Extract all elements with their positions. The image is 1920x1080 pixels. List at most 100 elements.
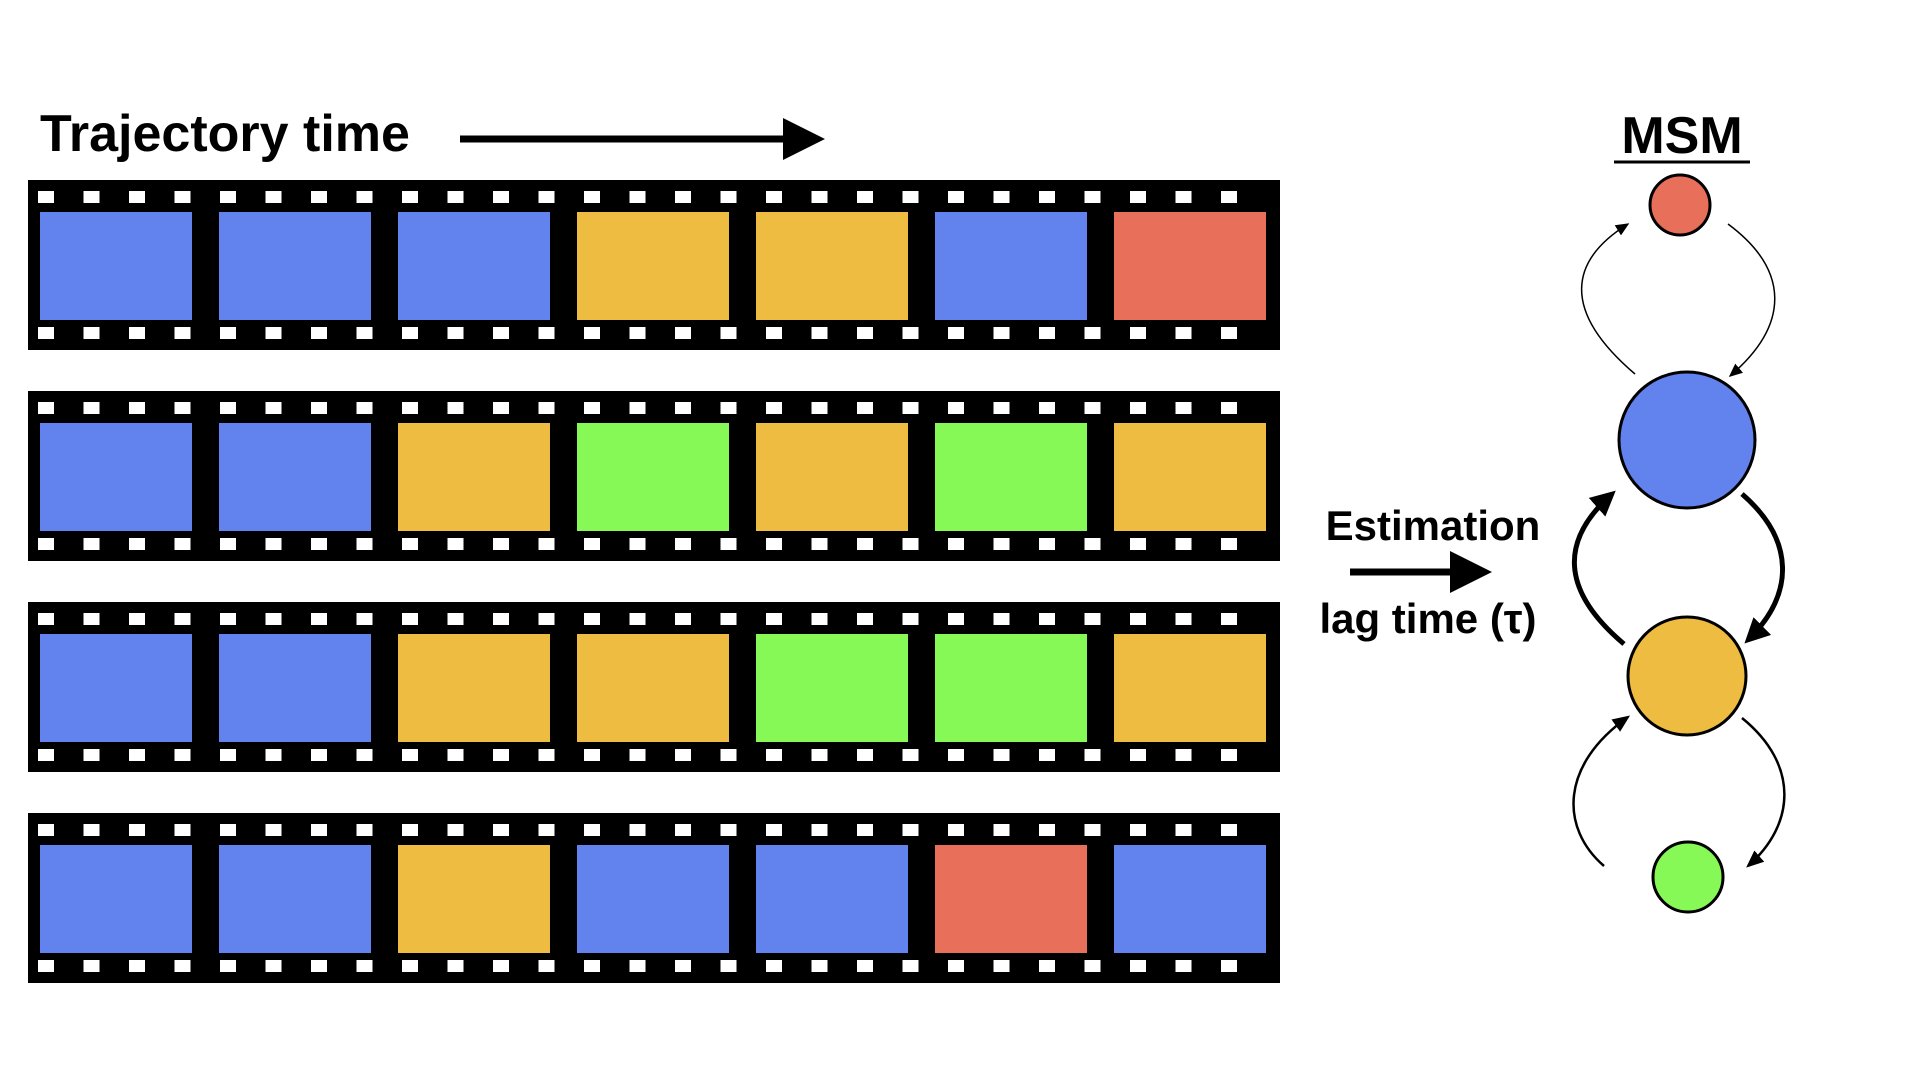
sprocket-hole (1221, 613, 1237, 625)
sprocket-hole (584, 824, 600, 836)
sprocket-hole (493, 960, 509, 972)
transition-red-to-blue (1727, 223, 1776, 377)
sprocket-hole (129, 749, 145, 761)
sprocket-hole (447, 191, 464, 203)
frame-blue (219, 212, 371, 320)
sprocket-hole (1039, 191, 1055, 203)
estimation-label: Estimation (1326, 502, 1541, 549)
sprocket-hole (129, 402, 145, 414)
sprocket-hole (356, 191, 373, 203)
sprocket-hole (811, 613, 828, 625)
sprocket-hole (83, 824, 100, 836)
sprocket-hole (265, 327, 282, 339)
sprocket-hole (720, 613, 737, 625)
msm-state-red (1648, 173, 1712, 237)
sprocket-hole (720, 402, 737, 414)
sprocket-hole (1084, 402, 1101, 414)
sprocket-hole (1130, 327, 1146, 339)
sprocket-hole (83, 749, 100, 761)
sprocket-hole (902, 749, 919, 761)
frame-green (935, 423, 1087, 531)
sprocket-hole (447, 538, 464, 550)
frame-green (935, 634, 1087, 742)
sprocket-hole (1175, 327, 1192, 339)
sprocket-hole (993, 824, 1010, 836)
sprocket-hole (220, 191, 236, 203)
sprocket-hole (629, 538, 646, 550)
frame-blue (219, 423, 371, 531)
sprocket-hole (83, 613, 100, 625)
sprocket-hole (993, 613, 1010, 625)
sprocket-hole (447, 402, 464, 414)
sprocket-hole (766, 960, 782, 972)
frame-blue (40, 845, 192, 953)
sprocket-hole (1175, 960, 1192, 972)
sprocket-hole (402, 402, 418, 414)
sprocket-hole (38, 749, 54, 761)
sprocket-hole (311, 960, 327, 972)
sprocket-hole (265, 191, 282, 203)
sprocket-hole (720, 191, 737, 203)
sprocket-hole (1039, 613, 1055, 625)
sprocket-hole (402, 613, 418, 625)
sprocket-hole (993, 327, 1010, 339)
frame-blue (219, 634, 371, 742)
sprocket-hole (1221, 538, 1237, 550)
sprocket-hole (857, 538, 873, 550)
sprocket-hole (902, 191, 919, 203)
frame-blue (40, 212, 192, 320)
sprocket-hole (493, 749, 509, 761)
sprocket-hole (220, 749, 236, 761)
film-strip-3 (28, 602, 1280, 772)
sprocket-hole (857, 749, 873, 761)
sprocket-hole (902, 402, 919, 414)
transition-orange-to-green (1741, 717, 1786, 868)
msm-state-green (1651, 840, 1725, 914)
frame-red (1114, 212, 1266, 320)
film-strip-1 (28, 180, 1280, 350)
frame-orange (398, 634, 550, 742)
sprocket-hole (584, 191, 600, 203)
msm-state-orange (1626, 615, 1748, 737)
sprocket-hole (1221, 402, 1237, 414)
sprocket-hole (948, 960, 964, 972)
sprocket-hole (948, 749, 964, 761)
sprocket-hole (538, 613, 555, 625)
sprocket-hole (1175, 824, 1192, 836)
sprocket-hole (675, 402, 691, 414)
sprocket-hole (1221, 960, 1237, 972)
sprocket-hole (402, 538, 418, 550)
frame-blue (1114, 845, 1266, 953)
sprocket-hole (584, 327, 600, 339)
sprocket-hole (220, 402, 236, 414)
sprocket-hole (948, 538, 964, 550)
sprocket-hole (447, 749, 464, 761)
lag-time-label: lag time (τ) (1319, 595, 1536, 642)
film-strip-2 (28, 391, 1280, 561)
sprocket-hole (129, 960, 145, 972)
sprocket-hole (38, 613, 54, 625)
sprocket-hole (38, 191, 54, 203)
sprocket-hole (538, 749, 555, 761)
sprocket-hole (447, 960, 464, 972)
sprocket-hole (811, 749, 828, 761)
sprocket-hole (311, 824, 327, 836)
sprocket-hole (1084, 749, 1101, 761)
sprocket-hole (356, 749, 373, 761)
frame-blue (935, 212, 1087, 320)
frame-blue (219, 845, 371, 953)
sprocket-hole (993, 960, 1010, 972)
sprocket-hole (675, 960, 691, 972)
sprocket-hole (538, 960, 555, 972)
sprocket-hole (402, 824, 418, 836)
sprocket-hole (174, 538, 191, 550)
frame-orange (756, 423, 908, 531)
sprocket-hole (402, 749, 418, 761)
sprocket-hole (265, 613, 282, 625)
msm-states (1617, 173, 1757, 914)
sprocket-hole (38, 402, 54, 414)
sprocket-hole (948, 402, 964, 414)
sprocket-hole (129, 191, 145, 203)
sprocket-hole (1039, 538, 1055, 550)
sprocket-hole (83, 327, 100, 339)
